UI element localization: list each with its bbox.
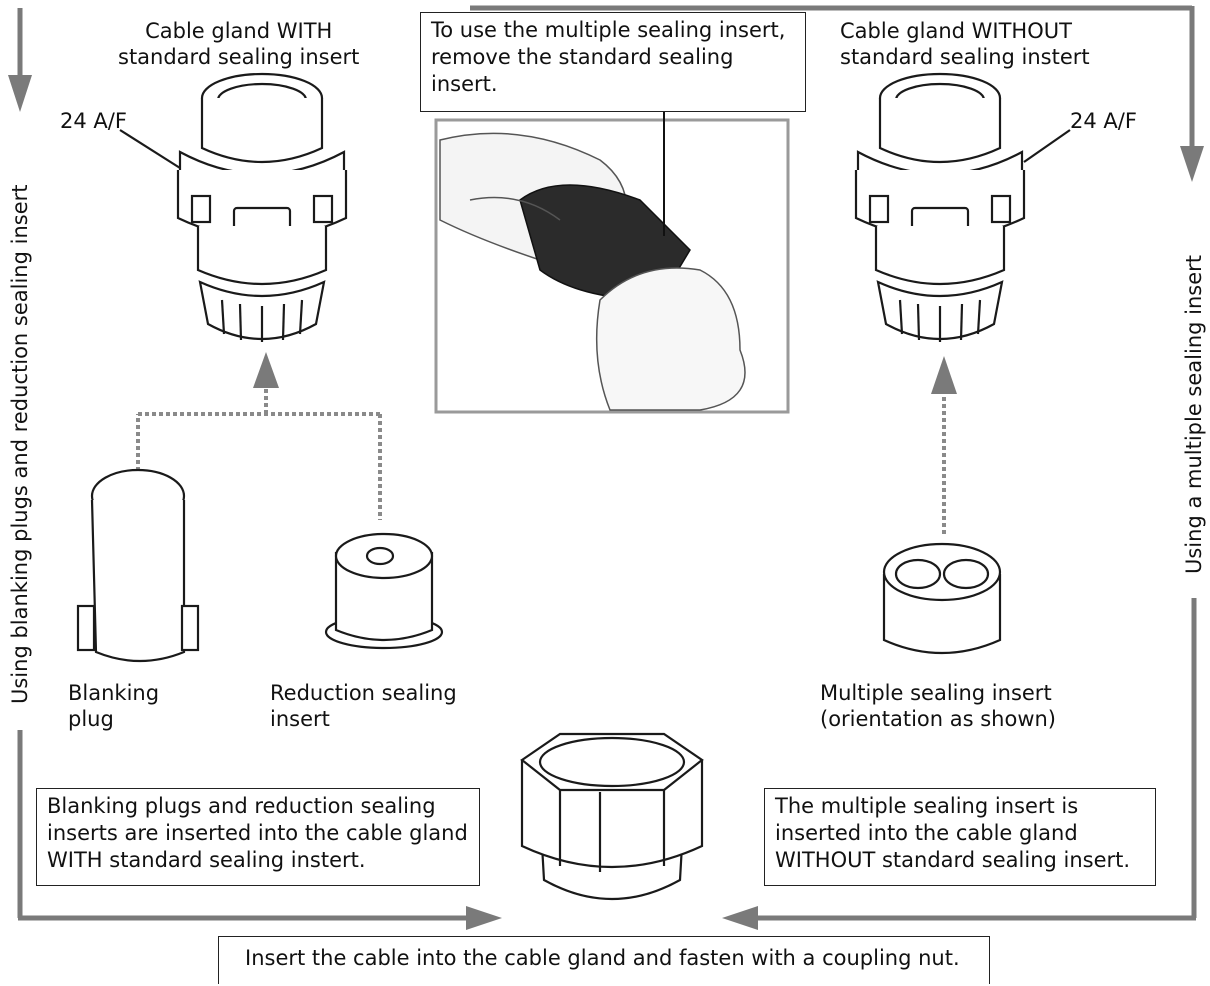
dotted-connector-right	[931, 356, 957, 534]
side-label-left: Using blanking plugs and reduction seali…	[8, 184, 32, 704]
multiple-sealing-insert-icon	[882, 542, 1002, 655]
callout-top: To use the multiple sealing insert, remo…	[420, 12, 806, 112]
label-reduction-insert: Reduction sealing insert	[270, 681, 457, 731]
top-right-flow-arrow	[470, 5, 1204, 182]
left-bottom-flow-arrow	[17, 730, 502, 930]
label-gland-without: Cable gland WITHOUT standard sealing ins…	[840, 19, 1090, 69]
label-af-left: 24 A/F	[60, 109, 127, 133]
blanking-plug-icon	[76, 468, 200, 663]
label-gland-with: Cable gland WITH standard sealing insert	[118, 19, 360, 69]
left-top-down-arrow	[8, 8, 32, 112]
callout-bottom: Insert the cable into the cable gland an…	[218, 936, 990, 984]
callout-left: Blanking plugs and reduction sealing ins…	[36, 788, 480, 886]
coupling-nut-icon	[520, 732, 704, 900]
dotted-connector-left	[136, 352, 382, 520]
label-af-right: 24 A/F	[1070, 109, 1137, 133]
label-blanking-plug: Blanking plug	[68, 681, 160, 731]
right-bottom-flow-arrow	[722, 598, 1197, 930]
hand-photo-icon	[434, 112, 790, 414]
cable-gland-without-insert-icon	[854, 72, 1071, 342]
cable-gland-with-insert-icon	[119, 72, 348, 342]
callout-right: The multiple sealing insert is inserted …	[764, 788, 1156, 886]
label-multiple-insert: Multiple sealing insert (orientation as …	[820, 681, 1057, 731]
reduction-sealing-insert-icon	[324, 532, 444, 650]
side-label-right: Using a multiple sealing insert	[1182, 254, 1206, 574]
